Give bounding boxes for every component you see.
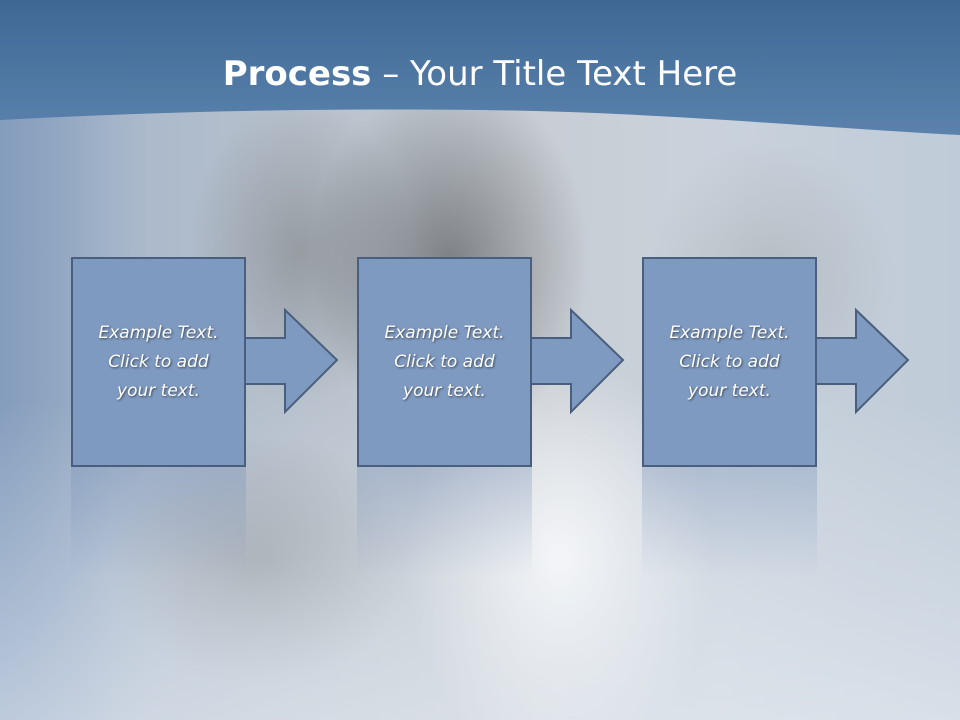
step-3-box[interactable]: Example Text. Click to add your text. [642, 257, 817, 467]
step-1-box[interactable]: Example Text. Click to add your text. [71, 257, 246, 467]
step-3-reflection [642, 467, 817, 577]
title-rest: – Your Title Text Here [371, 54, 738, 94]
step-2-text: Example Text. Click to add your text. [363, 257, 526, 467]
step-3-line-2: Click to add [679, 351, 780, 372]
step-1-line-2: Click to add [108, 351, 209, 372]
step-3-text: Example Text. Click to add your text. [648, 257, 811, 467]
step-1-text: Example Text. Click to add your text. [77, 257, 240, 467]
step-3-line-3: your text. [688, 380, 771, 401]
step-3-line-1: Example Text. [669, 322, 790, 343]
step-1-arrow [231, 307, 339, 415]
step-2-box[interactable]: Example Text. Click to add your text. [357, 257, 532, 467]
step-1-box-shape [71, 257, 246, 467]
header-band: Process – Your Title Text Here [0, 0, 960, 160]
step-2-line-1: Example Text. [384, 322, 505, 343]
header-wave [0, 0, 960, 135]
step-2-box-shape [357, 257, 532, 467]
step-1-line-3: your text. [117, 380, 200, 401]
step-3-box-shape [642, 257, 817, 467]
title-bold: Process [222, 54, 372, 94]
step-2-reflection [357, 467, 532, 577]
step-2-arrow [517, 307, 625, 415]
step-3-arrow [802, 307, 910, 415]
slide-title[interactable]: Process – Your Title Text Here [0, 52, 960, 96]
step-1-line-1: Example Text. [98, 322, 219, 343]
step-1-reflection [71, 467, 246, 577]
step-2-line-3: your text. [403, 380, 486, 401]
step-2-line-2: Click to add [394, 351, 495, 372]
